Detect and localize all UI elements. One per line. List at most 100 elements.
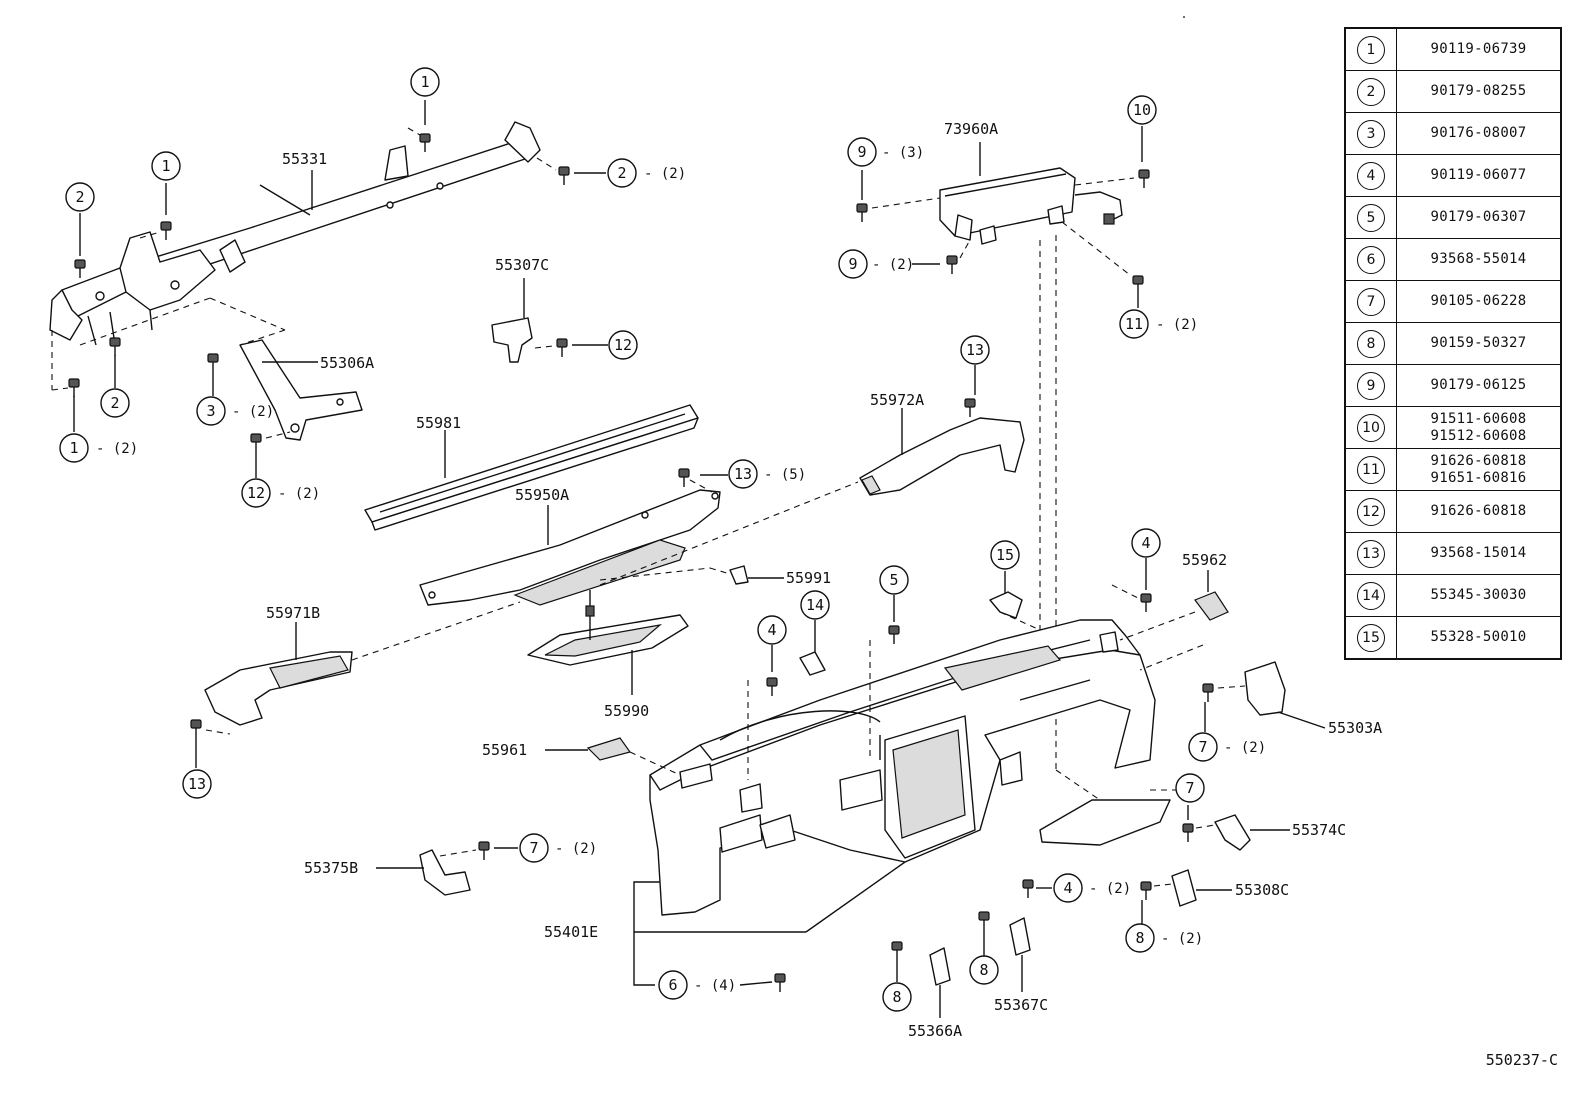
legend-row: 2 90179-08255 [1344,70,1562,113]
instrument-panel-55401E [649,619,1156,916]
clip-14 [799,651,826,676]
callout-1b: 1 [151,151,181,181]
qty-1c: - (2) [96,441,138,457]
callout-8b: 8 [882,982,912,1012]
label-55950A: 55950A [515,486,569,504]
legend-part-number-cell: 90119-06077 [1396,154,1562,197]
qty-11: - (2) [1156,317,1198,333]
label-55374C: 55374C [1292,821,1346,839]
legend-key-cell: 15 [1344,616,1397,660]
label-55961: 55961 [482,741,527,759]
legend-row: 1 90119-06739 [1344,27,1562,71]
label-55308C: 55308C [1235,881,1289,899]
legend-part-number: 90119-06739 [1430,41,1527,57]
qty-2b: - (2) [644,166,686,182]
legend-key-cell: 13 [1344,532,1397,575]
legend-key-cell: 9 [1344,364,1397,407]
callout-2b: 2 [65,182,95,212]
bracket-55375B [419,849,471,896]
callout-13a: 13 [728,459,758,489]
callout-9b: 9 [838,249,868,279]
qty-9b: - (2) [872,257,914,273]
qty-9a: - (3) [882,145,924,161]
callout-7c: 7 [519,833,549,863]
legend-key-cell: 10 [1344,406,1397,449]
legend-key-number: 2 [1357,77,1385,106]
legend-key-number: 8 [1357,329,1385,358]
label-55367C: 55367C [994,996,1048,1014]
legend-row: 7 90105-06228 [1344,280,1562,323]
legend-row: 13 93568-15014 [1344,532,1562,575]
label-55307C: 55307C [495,256,549,274]
callout-1a: 1 [410,67,440,97]
callout-8a: 8 [969,955,999,985]
legend-part-number: 90179-06125 [1430,377,1527,393]
qty-4c: - (2) [1089,881,1131,897]
callout-1c: 1 [59,433,89,463]
legend-key-cell: 4 [1344,154,1397,197]
svg-text:7: 7 [1198,738,1207,756]
label-55306A: 55306A [320,354,374,372]
legend-key-number: 7 [1357,287,1385,316]
callout-14: 14 [800,590,830,620]
svg-text:2: 2 [75,188,84,206]
callout-4b: 4 [757,615,787,645]
legend-part-number-cell: 90179-06125 [1396,364,1562,407]
legend-part-number: 91626-60818 [1430,503,1527,519]
label-55962: 55962 [1182,551,1227,569]
legend-part-number-cell: 90105-06228 [1396,280,1562,323]
bracket-55374C [1214,814,1251,851]
svg-text:9: 9 [848,255,857,273]
legend-key-number: 6 [1357,245,1385,274]
panel-55990 [527,614,689,666]
svg-text:7: 7 [529,839,538,857]
bracket-55303A [1244,661,1286,716]
legend-key-number: 5 [1357,203,1385,232]
svg-text:8: 8 [1135,929,1144,947]
svg-text:15: 15 [996,546,1014,564]
legend-part-number-cell: 90176-08007 [1396,112,1562,155]
clip-55991 [729,565,749,585]
vent-55962 [1194,591,1229,621]
svg-text:2: 2 [110,394,119,412]
side-duct-55971B [204,651,353,726]
legend-part-number: 90176-08007 [1430,125,1527,141]
svg-text:8: 8 [979,961,988,979]
legend-key-number: 1 [1357,35,1385,64]
qty-7a: - (2) [1224,740,1266,756]
legend-part-number-cell: 90179-08255 [1396,70,1562,113]
callout-9a: 9 [847,137,877,167]
legend-part-number: 90179-08255 [1430,83,1527,99]
svg-text:3: 3 [206,402,215,420]
legend-part-number: 90105-06228 [1430,293,1527,309]
svg-text:14: 14 [806,596,824,614]
svg-text:12: 12 [614,336,632,354]
svg-text:13: 13 [734,465,752,483]
upper-panel-55950A [419,489,721,606]
qty-6: - (4) [694,978,736,994]
glovebox-door [1039,799,1171,846]
bracket-55306A [239,339,363,441]
callout-6: 6 [658,970,688,1000]
legend-part-number-cell: 93568-15014 [1396,532,1562,575]
qty-12b: - (2) [278,486,320,502]
clip-15 [989,591,1023,619]
legend-part-number-cell: 93568-55014 [1396,238,1562,281]
legend-key-cell: 14 [1344,574,1397,617]
defroster-nozzle-55981 [364,404,699,531]
legend-key-number: 13 [1357,539,1385,568]
label-73960A: 73960A [944,120,998,138]
legend-key-number: 10 [1357,413,1385,442]
svg-text:4: 4 [1141,534,1150,552]
callout-3: 3 [196,396,226,426]
